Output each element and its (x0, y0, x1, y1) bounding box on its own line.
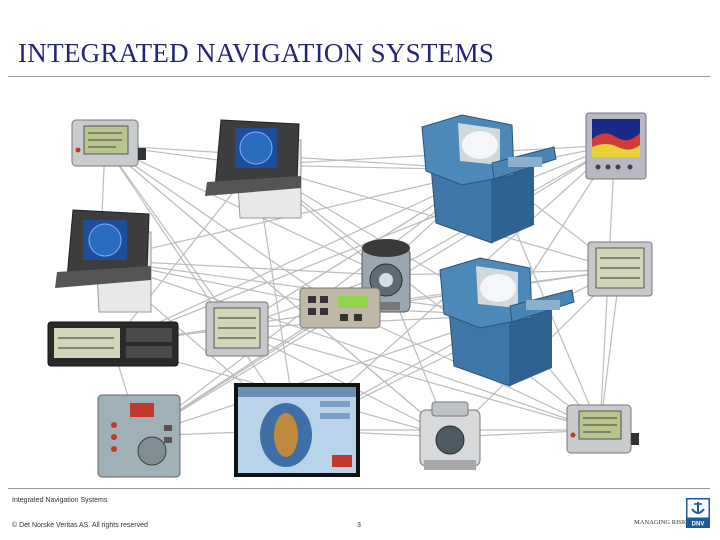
network-link (104, 144, 341, 309)
network-link (599, 269, 621, 431)
radar-console-icon (205, 119, 302, 219)
ecdis-workstation-icon (439, 257, 575, 387)
network-link (104, 144, 451, 438)
echo-sounder-icon (585, 112, 647, 180)
network-link (254, 164, 601, 431)
network-link (99, 259, 601, 431)
ecdis-workstation-icon (421, 114, 557, 244)
network-link (111, 164, 256, 345)
slide-title: INTEGRATED NAVIGATION SYSTEMS (18, 38, 495, 68)
network-link (111, 169, 491, 345)
lcd-display-icon (205, 301, 269, 357)
network-link (139, 314, 506, 437)
footer-divider (8, 488, 710, 489)
gyro-compass-icon (361, 239, 411, 313)
keypad-icon (299, 287, 381, 329)
network-link (235, 327, 601, 431)
wide-display-icon (47, 321, 179, 367)
copyright-notice: © Det Norske Veritas AS. All rights rese… (12, 522, 148, 529)
autopilot-icon (419, 401, 481, 470)
svg-text:DNV: DNV (692, 522, 705, 528)
company-tagline: MANAGING RISK (634, 519, 687, 526)
control-panel-icon (71, 119, 146, 167)
network-link (104, 144, 298, 431)
radar-console-icon (55, 209, 152, 313)
control-panel-icon (566, 404, 639, 454)
conning-display-icon (234, 383, 360, 477)
lcd-display-icon (587, 241, 653, 297)
footer-title: Integrated Navigation Systems (12, 497, 108, 504)
steering-panel-icon (97, 394, 181, 478)
network-link (235, 327, 451, 438)
dnv-logo-icon: DNV (686, 498, 710, 528)
page-number: 3 (357, 522, 361, 529)
title-divider (8, 76, 710, 77)
